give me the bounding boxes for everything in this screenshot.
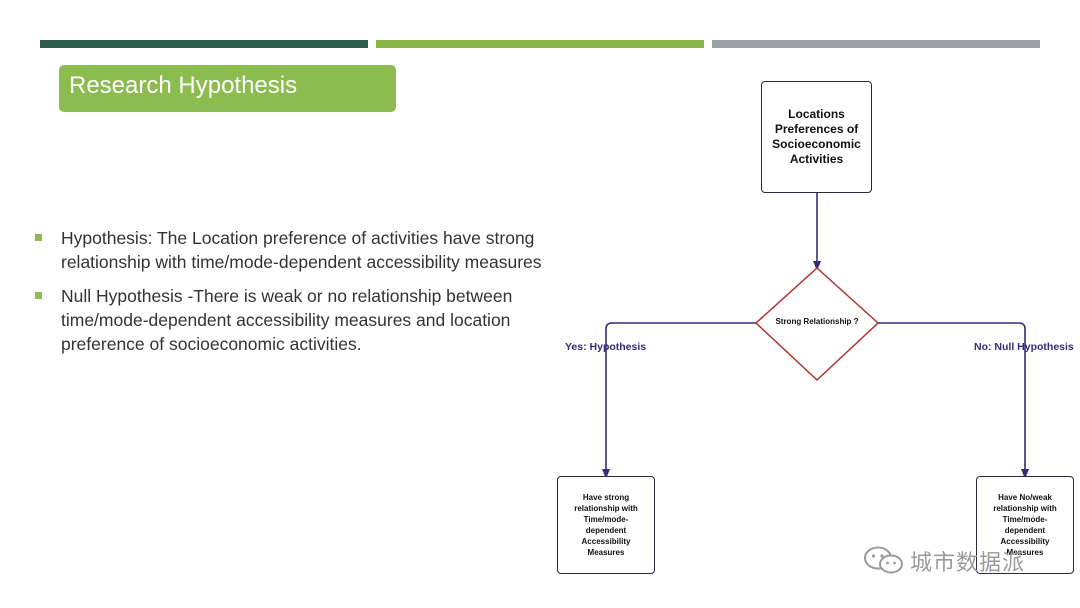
wechat-icon: [864, 546, 903, 574]
arrow-yes-branch: [602, 322, 756, 479]
node-location-preferences: Locations Preferences of Socioeconomic A…: [761, 81, 872, 193]
arrow-no-branch: [878, 322, 1029, 479]
slide-title-text: Research Hypothesis: [69, 72, 298, 99]
bullet-item: Hypothesis: The Location preference of a…: [35, 226, 555, 274]
edge-label-yes: Yes: Hypothesis: [565, 341, 647, 353]
decision-diamond: [754, 266, 880, 382]
watermark-text: 城市数据派: [910, 550, 1026, 575]
watermark: 城市数据派: [862, 545, 1025, 577]
header-bar-dark-green: [40, 40, 368, 48]
bullet-square-icon: [35, 234, 42, 241]
bullet-square-icon: [35, 292, 42, 299]
bullet-item: Null Hypothesis -There is weak or no rel…: [35, 284, 555, 356]
bullet-null-hypothesis: Null Hypothesis -There is weak or no rel…: [61, 286, 513, 354]
header-bar-gray: [712, 40, 1040, 48]
node-strong-relationship: Have strong relationship with Time/mode-…: [557, 476, 655, 574]
edge-label-no: No: Null Hypothesis: [974, 341, 1074, 353]
node-weak-relationship: Have No/weak relationship with Time/mode…: [976, 476, 1074, 574]
slide-title: Research Hypothesis: [59, 65, 396, 112]
bullet-list: Hypothesis: The Location preference of a…: [35, 226, 555, 366]
decision-label: Strong Relationship ?: [775, 317, 859, 326]
bullet-hypothesis: Hypothesis: The Location preference of a…: [61, 228, 542, 272]
header-bar-light-green: [376, 40, 704, 48]
